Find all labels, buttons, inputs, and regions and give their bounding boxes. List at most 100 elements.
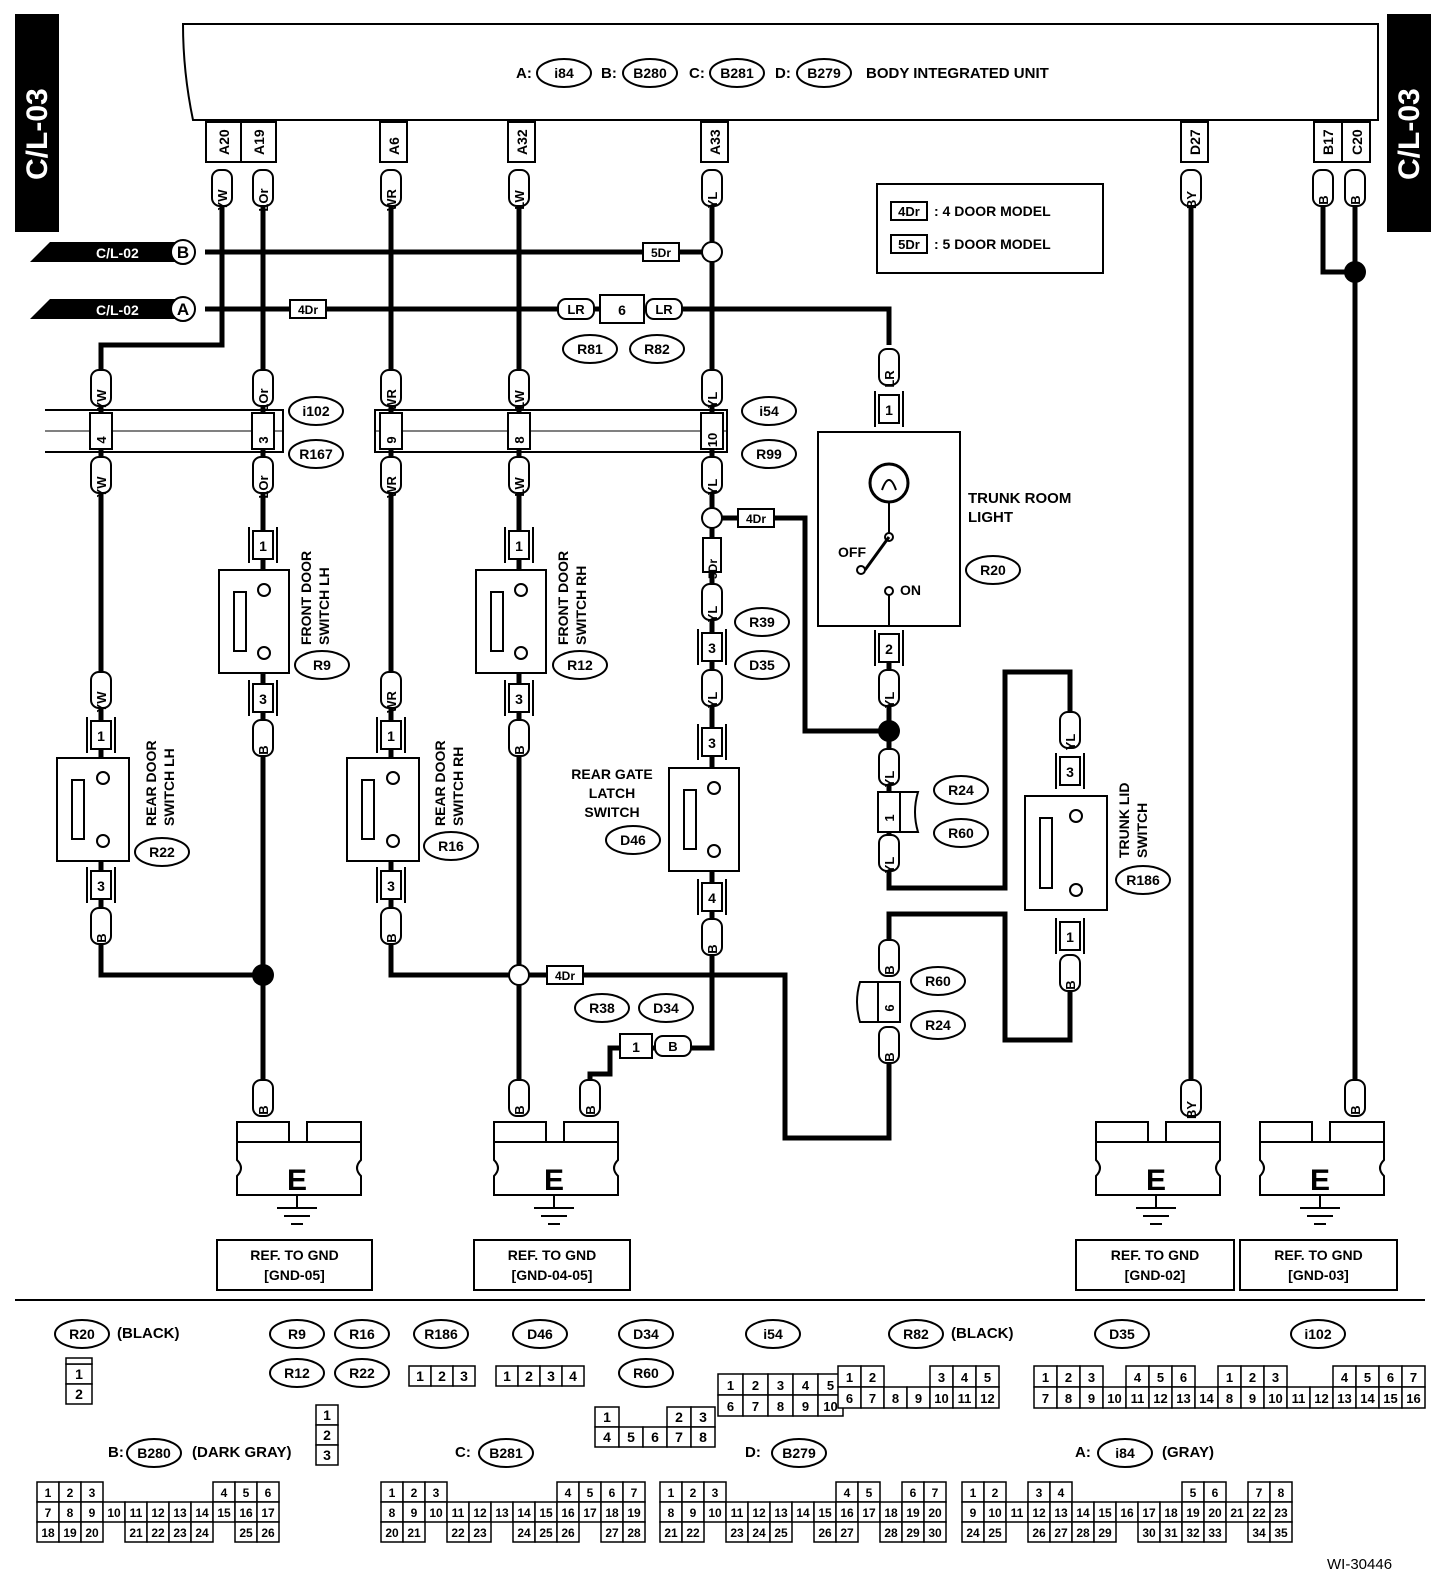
ground-ref-1-id: [GND-04-05] xyxy=(512,1267,593,1283)
tbl-d46-cell-text-0-3: 4 xyxy=(569,1368,577,1384)
harness-tag-bot-2 xyxy=(380,456,402,494)
tbl-b279-cell-text-2-3: 23 xyxy=(730,1526,744,1540)
tbl-b280-cell-text-1-5: 12 xyxy=(151,1506,165,1520)
ref-b-letter: B xyxy=(177,243,189,262)
r24-tag-top-text: YL xyxy=(882,771,897,788)
tbl-b280-cell-text-1-4: 11 xyxy=(130,1506,143,1520)
front-rh-tag-b xyxy=(508,719,530,757)
rear-door-switch-lh-slot xyxy=(71,779,85,840)
tbl-i102-cell-text-1-0: 8 xyxy=(1226,1391,1233,1406)
unit-conn-c-prefix: C: xyxy=(689,65,705,82)
tbl-b281-cell-text-2-7: 25 xyxy=(539,1526,553,1540)
tbl-d35-cell-text-0-4: 4 xyxy=(1134,1370,1142,1385)
tbl-r186-cell-text-0-2: 3 xyxy=(460,1368,468,1384)
tbl-i102-cell-text-1-4: 12 xyxy=(1314,1391,1328,1406)
tbl-i54-cell-text-0-0: 1 xyxy=(727,1378,734,1393)
tbl-i102-cell-text-0-1: 2 xyxy=(1249,1370,1256,1385)
b280-prefix: B: xyxy=(108,1444,124,1461)
tbl-i102-cell-text-1-3: 11 xyxy=(1292,1391,1306,1406)
front-door-switch-lh-slot xyxy=(233,591,247,652)
tbl-b279-cell-text-1-1: 9 xyxy=(690,1506,697,1520)
marker-4dr-ground-text: 4Dr xyxy=(555,969,575,983)
pin-color-tag-3-text: LW xyxy=(512,190,527,210)
tbl-b280-cell-text-1-8: 15 xyxy=(217,1506,231,1520)
pin-color-tag-5 xyxy=(1180,169,1202,207)
oval-i54 xyxy=(741,396,797,426)
tbl-r82-cell-text-0-4: 3 xyxy=(938,1370,945,1385)
rear-rh-tag-b-text: B xyxy=(384,933,399,942)
oval-r12-text: R12 xyxy=(567,657,593,673)
rear-door-switch-lh-contact-top xyxy=(96,771,110,785)
ground-0-body xyxy=(236,1141,362,1196)
rear-lh-pin1 xyxy=(90,720,112,750)
tbl-b280-cell-text-2-1: 19 xyxy=(63,1526,77,1540)
rear-rh-pin3-text: 3 xyxy=(387,878,395,894)
rear-gate-label-2: LATCH xyxy=(589,785,635,801)
tbl-d46-cell-text-0-2: 3 xyxy=(547,1368,555,1384)
tbl-b279-cell-text-2-8: 27 xyxy=(840,1526,854,1540)
trunk-lid-switch xyxy=(1024,795,1108,911)
tbl-i84-cell-text-1-0: 9 xyxy=(970,1506,977,1520)
gate-pin4 xyxy=(701,882,723,912)
ground-1-tag-1 xyxy=(579,1079,601,1117)
ground-ref-0 xyxy=(216,1239,373,1291)
tbl-r82-cell-text-1-1: 7 xyxy=(869,1391,876,1406)
tbl-oval-i54 xyxy=(745,1319,801,1349)
tbl-i54-cell-text-0-3: 4 xyxy=(802,1378,810,1393)
tbl-oval-i102-text: i102 xyxy=(1304,1326,1331,1342)
oval-i102-text: i102 xyxy=(302,403,329,419)
gate-tag-yl-1 xyxy=(701,583,723,621)
harness-tag-top-2 xyxy=(380,369,402,407)
ref-cl02-b-text: C/L-02 xyxy=(96,245,139,261)
harness-tag-bot-4 xyxy=(701,456,723,494)
tbl-r82-cell-text-0-5: 4 xyxy=(961,1370,969,1385)
tbl-i102-cell-text-1-2: 10 xyxy=(1268,1391,1282,1406)
ground-2-lug-l xyxy=(1095,1121,1149,1143)
tbl-i84-cell-text-0-0: 1 xyxy=(970,1486,977,1500)
tbl-b281-cell-text-1-8: 16 xyxy=(561,1506,575,1520)
trunk-lid-label-2: SWITCH xyxy=(1134,803,1150,858)
trunk-room-label-2: LIGHT xyxy=(968,509,1013,526)
tbl-oval-b279-text: B279 xyxy=(782,1445,816,1461)
unit-pin-strip: A20 A19 A6 A32 A33 D27 B17 C20 xyxy=(205,121,1371,163)
ground-3-tag-0-text: B xyxy=(1348,1105,1363,1114)
front-door-switch-lh-contact-top xyxy=(257,583,271,597)
tbl-i102-cell-text-0-7: 6 xyxy=(1387,1370,1394,1385)
oval-r16-text: R16 xyxy=(438,838,464,854)
trunk-lid-pin3-text: 3 xyxy=(1066,764,1074,780)
ground-2-tag-0 xyxy=(1180,1079,1202,1117)
oval-r167-text: R167 xyxy=(299,446,333,462)
r38-d34-tag-b-text: B xyxy=(668,1039,677,1054)
tbl-b279-cell-text-2-10: 28 xyxy=(884,1526,898,1540)
tbl-i84-cell-text-2-9: 31 xyxy=(1164,1526,1178,1540)
tbl-b279-cell-text-1-5: 13 xyxy=(774,1506,788,1520)
tbl-d34-cell-text-1-4: 8 xyxy=(699,1429,707,1445)
harness-tag-bot-3 xyxy=(508,456,530,494)
harness-tag-bot-3-text: LW xyxy=(512,477,527,497)
tbl-b279-cell-text-0-11: 6 xyxy=(910,1486,917,1500)
tbl-b281-cell-2-11 xyxy=(622,1521,646,1543)
oval-d34-text: D34 xyxy=(653,1000,679,1016)
tbl-b279-cell-text-1-10: 18 xyxy=(884,1506,898,1520)
tbl-i84-cell-text-1-3: 12 xyxy=(1032,1506,1046,1520)
tbl-d35-cell-text-1-7: 14 xyxy=(1199,1391,1214,1406)
tbl-b281-cell-text-2-8: 26 xyxy=(561,1526,575,1540)
ground-1-tag-0 xyxy=(508,1079,530,1117)
pin-color-tag-6-text: B xyxy=(1316,195,1331,204)
front-rh-pin3-text: 3 xyxy=(515,691,523,707)
oval-d46-text: D46 xyxy=(620,832,646,848)
tbl-d46-cell-text-0-0: 1 xyxy=(503,1368,511,1384)
tbl-b280-cell-text-0-0: 1 xyxy=(45,1486,52,1500)
tbl-d35-cell-text-0-1: 2 xyxy=(1065,1370,1072,1385)
tbl-i102-cell-text-1-8: 16 xyxy=(1406,1391,1420,1406)
rear-lh-tag-b xyxy=(90,907,112,945)
ground-2-body xyxy=(1095,1141,1221,1196)
pin-color-tag-1 xyxy=(252,169,274,207)
trunk-room-tag-yl-text: YL xyxy=(882,692,897,709)
tbl-i102-cell-text-0-8: 7 xyxy=(1410,1370,1417,1385)
tbl-b280-cell-text-0-2: 3 xyxy=(89,1486,96,1500)
tbl-oval-r9 xyxy=(269,1319,325,1349)
tbl-b281-cell-text-2-11: 28 xyxy=(627,1526,641,1540)
